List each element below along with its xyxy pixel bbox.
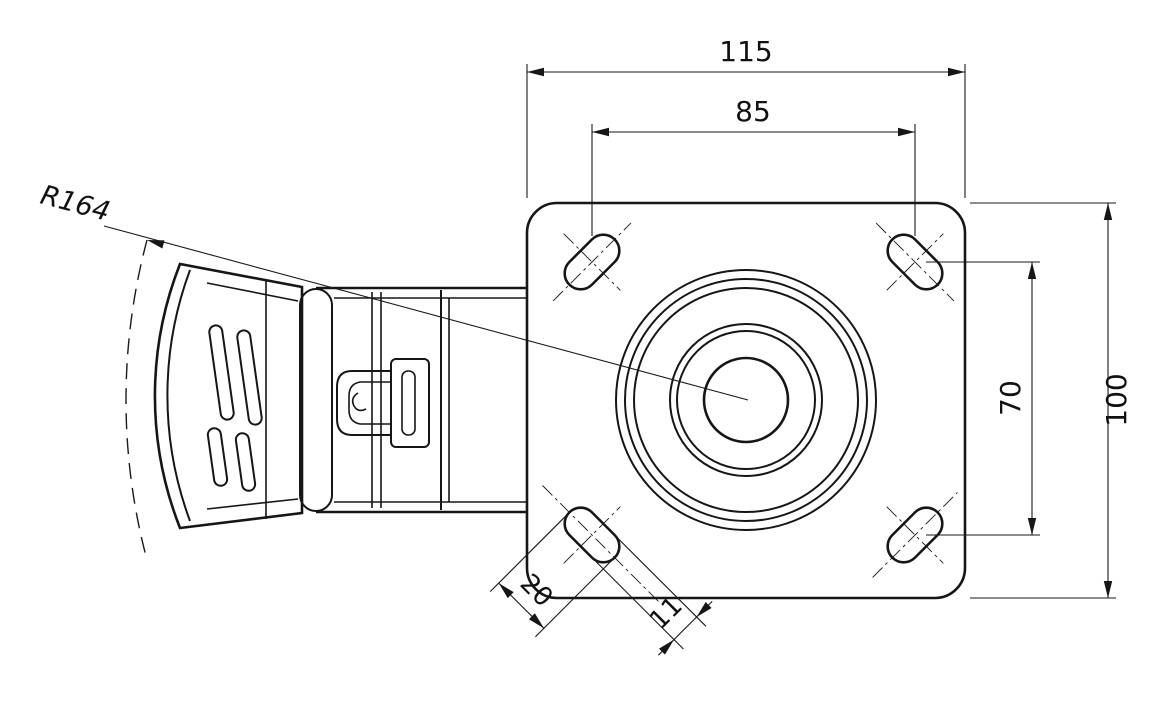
- centerline: [542, 485, 660, 603]
- pedal-inner-line: [206, 282, 299, 302]
- mounting-plate-view: [525, 201, 967, 600]
- arrowhead: [1103, 581, 1113, 598]
- brake-pedal: [153, 262, 304, 530]
- dim-label-r164: R164: [37, 180, 113, 228]
- dim-label-115: 115: [719, 35, 772, 68]
- bolt-slot-centerlines: [542, 222, 958, 603]
- arrowhead: [1027, 262, 1037, 279]
- centerline: [563, 233, 621, 291]
- wheel-edge-circle: [633, 287, 859, 513]
- dimension-line: [673, 616, 697, 640]
- arrowhead: [898, 127, 915, 137]
- centerline: [552, 222, 632, 302]
- outer-circle: [615, 269, 877, 531]
- pedal-inner-line: [206, 498, 299, 510]
- pedal-swing-arc: [125, 239, 148, 561]
- extension-line: [535, 560, 613, 638]
- latch-clip-outer: [336, 370, 391, 436]
- dimension-hole-spacing-vertical: 70: [926, 261, 1040, 536]
- outer-circle-inner: [624, 278, 868, 522]
- pedal-grip-slot: [208, 324, 235, 421]
- centerline: [872, 492, 958, 578]
- mounting-plate: [525, 201, 967, 600]
- radius-leader-line: [103, 225, 749, 401]
- dimensions: 115 85 100 70: [37, 35, 1133, 656]
- latch-pawl: [351, 392, 367, 412]
- pedal-grip-slot: [234, 432, 257, 492]
- arrowhead: [948, 67, 965, 77]
- dimension-slot-length: 20: [489, 514, 613, 638]
- centerline: [563, 506, 621, 564]
- dimension-hole-spacing-horizontal: 85: [591, 95, 916, 236]
- dimension-plate-width: 115: [526, 35, 966, 198]
- hub-ring-outer: [669, 323, 823, 477]
- radius-callout: R164: [37, 180, 749, 401]
- dim-label-100: 100: [1100, 373, 1133, 426]
- pedal-grip-slot: [236, 329, 263, 426]
- arrowhead: [1103, 203, 1113, 220]
- arrowhead: [592, 127, 609, 137]
- dimension-plate-height: 100: [970, 202, 1133, 599]
- arrowhead: [527, 67, 544, 77]
- extension-line: [489, 514, 567, 592]
- centerline: [875, 222, 955, 302]
- arrowhead: [1027, 518, 1037, 535]
- extension-line: [585, 551, 684, 650]
- brake-lever-assembly: [125, 239, 527, 561]
- centerline: [886, 233, 944, 291]
- latch-slot: [401, 370, 416, 436]
- brake-latch-mechanism: [336, 358, 430, 448]
- pedal-outline: [153, 262, 304, 530]
- extension-line: [608, 529, 707, 627]
- dim-label-85: 85: [735, 95, 771, 128]
- swivel-bearing-circles: [615, 269, 877, 531]
- dim-label-20: 20: [514, 569, 559, 614]
- hub-ring-inner: [676, 330, 816, 470]
- latch-block: [390, 358, 430, 448]
- pedal-face-curve: [166, 269, 191, 522]
- latch-clip-inner: [348, 381, 391, 425]
- dim-label-70: 70: [994, 380, 1027, 416]
- kingpin-circle: [702, 356, 790, 444]
- centerline: [886, 506, 944, 564]
- pivot-housing: [299, 288, 333, 512]
- pedal-grip-slot: [206, 427, 229, 487]
